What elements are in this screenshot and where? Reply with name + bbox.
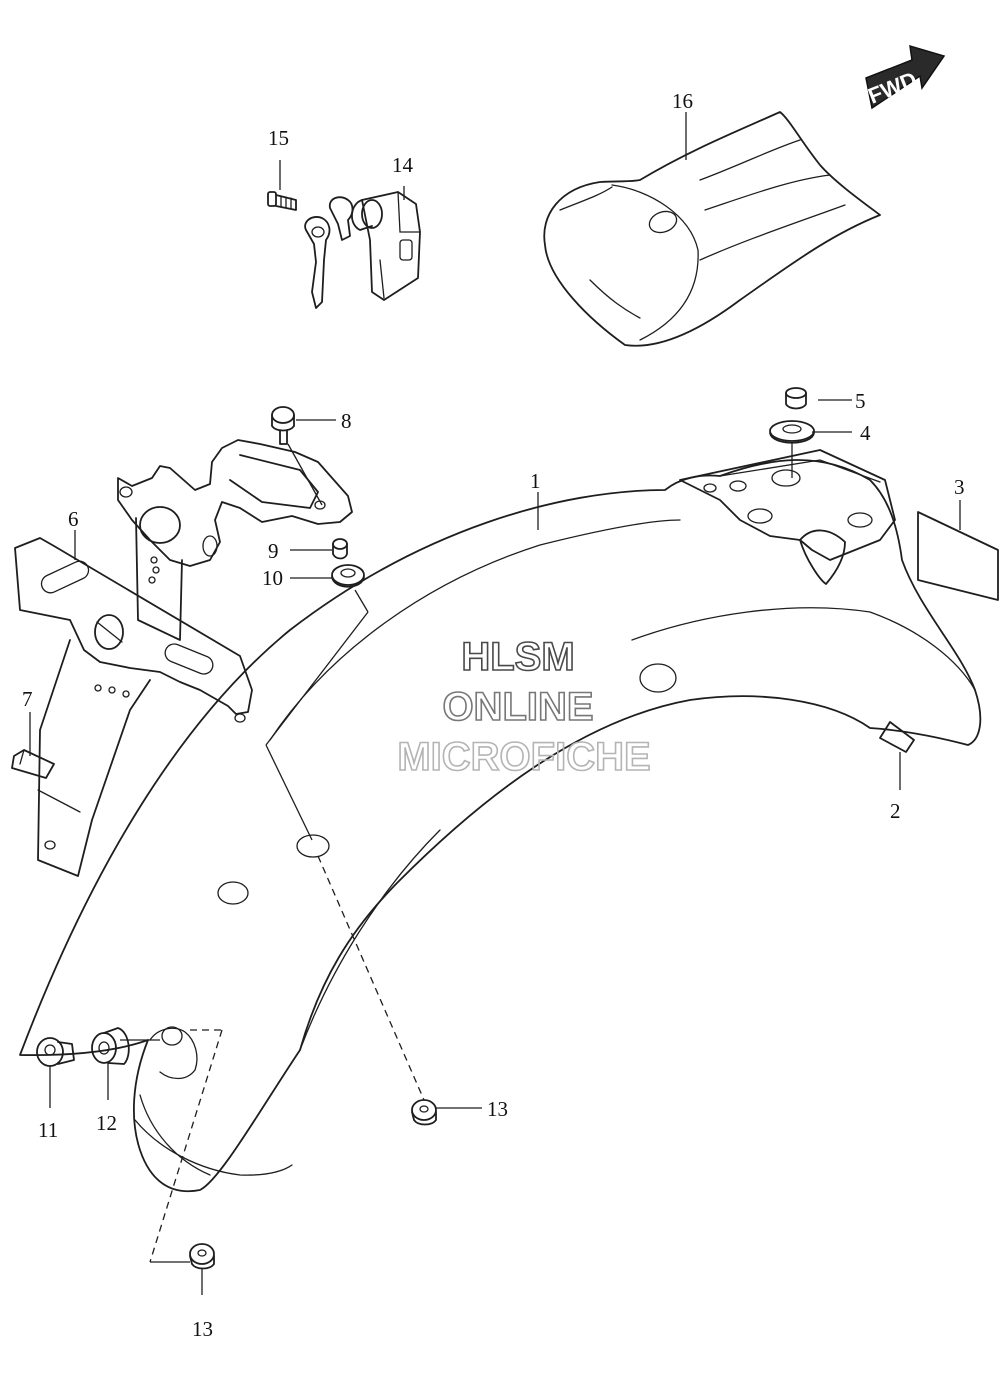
part-15-screw (267, 191, 297, 211)
callout-2: 2 (890, 799, 901, 823)
part-9-collar (332, 538, 348, 560)
leader-lines (20, 112, 961, 1295)
callout-7: 7 (22, 687, 33, 711)
callout-5: 5 (855, 389, 866, 413)
part-6-license-plate-bracket (14, 439, 353, 877)
part-11-collar (36, 1037, 75, 1067)
callout-8: 8 (341, 409, 352, 433)
watermark: HLSM ONLINE MICROFICHE (397, 634, 652, 780)
part-13-nut-upper (411, 1099, 437, 1126)
callout-10: 10 (262, 566, 283, 590)
callout-labels: 15 14 16 8 9 10 5 4 3 1 6 7 2 11 12 13 1… (22, 89, 965, 1341)
callout-9: 9 (268, 539, 279, 563)
part-3-label (917, 511, 999, 601)
part-14-seat-lock-with-keys (304, 191, 421, 309)
callout-14: 14 (392, 153, 414, 177)
part-13-nut-lower (189, 1243, 215, 1270)
part-8-bolt (271, 406, 295, 445)
watermark-line-3: MICROFICHE (397, 735, 650, 779)
watermark-line-2: ONLINE (442, 685, 593, 729)
callout-3: 3 (954, 475, 965, 499)
watermark-line-1: HLSM (461, 635, 574, 679)
part-7-pad (11, 749, 55, 779)
part-5-collar (785, 387, 807, 410)
callout-12: 12 (96, 1111, 117, 1135)
callout-1: 1 (530, 469, 541, 493)
callout-15: 15 (268, 126, 289, 150)
callout-13-upper: 13 (487, 1097, 508, 1121)
callout-11: 11 (38, 1118, 58, 1142)
part-4-grommet (769, 420, 815, 444)
callout-6: 6 (68, 507, 79, 531)
part-2-pad (879, 721, 915, 753)
callout-13-lower: 13 (192, 1317, 213, 1341)
part-12-grommet (91, 1027, 130, 1065)
part-1-rear-fender (19, 449, 982, 1193)
callout-16: 16 (672, 89, 693, 113)
part-16-seat-cover (543, 111, 881, 347)
forward-direction-arrow-icon: FWD (865, 44, 946, 110)
callout-4: 4 (860, 421, 871, 445)
